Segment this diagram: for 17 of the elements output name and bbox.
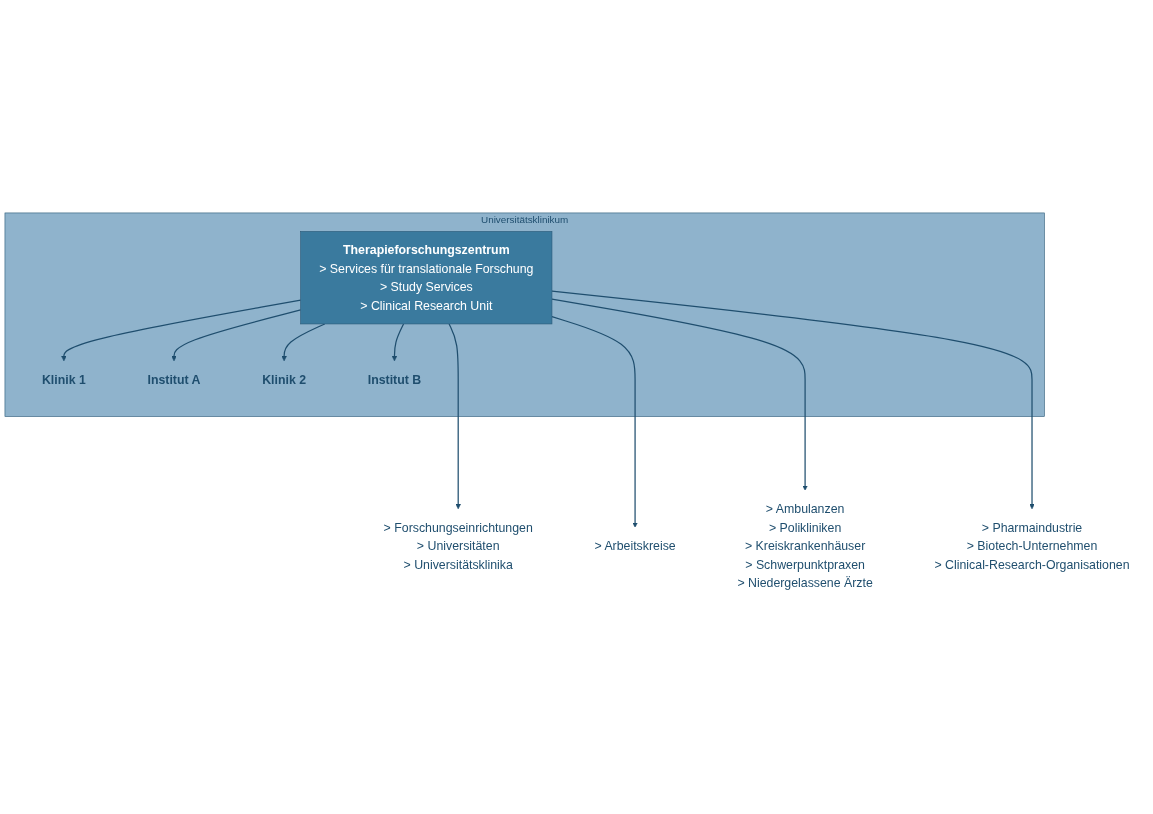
node-text: > Forschungseinrichtungen > Universitäten > Universitätsklinika <box>383 520 533 572</box>
arrow <box>551 290 1035 509</box>
arrow <box>61 299 302 361</box>
arrow <box>551 298 808 491</box>
arrow <box>281 323 326 361</box>
node-text: Klinik 2 <box>262 372 307 387</box>
node-text: > Ambulanzen > Polikliniken > Kreiskrankenhäuser > Schwerpunktpraxen > Niedergelassene Ärzte <box>737 501 873 590</box>
arrow <box>171 309 302 361</box>
node-text: Institut A <box>147 372 201 387</box>
arrow <box>448 323 461 509</box>
arrow <box>551 315 638 528</box>
node-text: > Pharmaindustrie > Biotech-Unternehmen > Clinical-Research-Organisationen <box>934 520 1130 572</box>
node-box: Therapieforschungszentrum > Services für translationale Forschung > Study Services > Clinical Research Unit <box>300 230 553 325</box>
node-text: Klinik 1 <box>41 372 86 387</box>
node-text: > Arbeitskreise <box>594 538 676 553</box>
arrow <box>391 323 405 361</box>
node-text: Institut B <box>367 372 422 387</box>
